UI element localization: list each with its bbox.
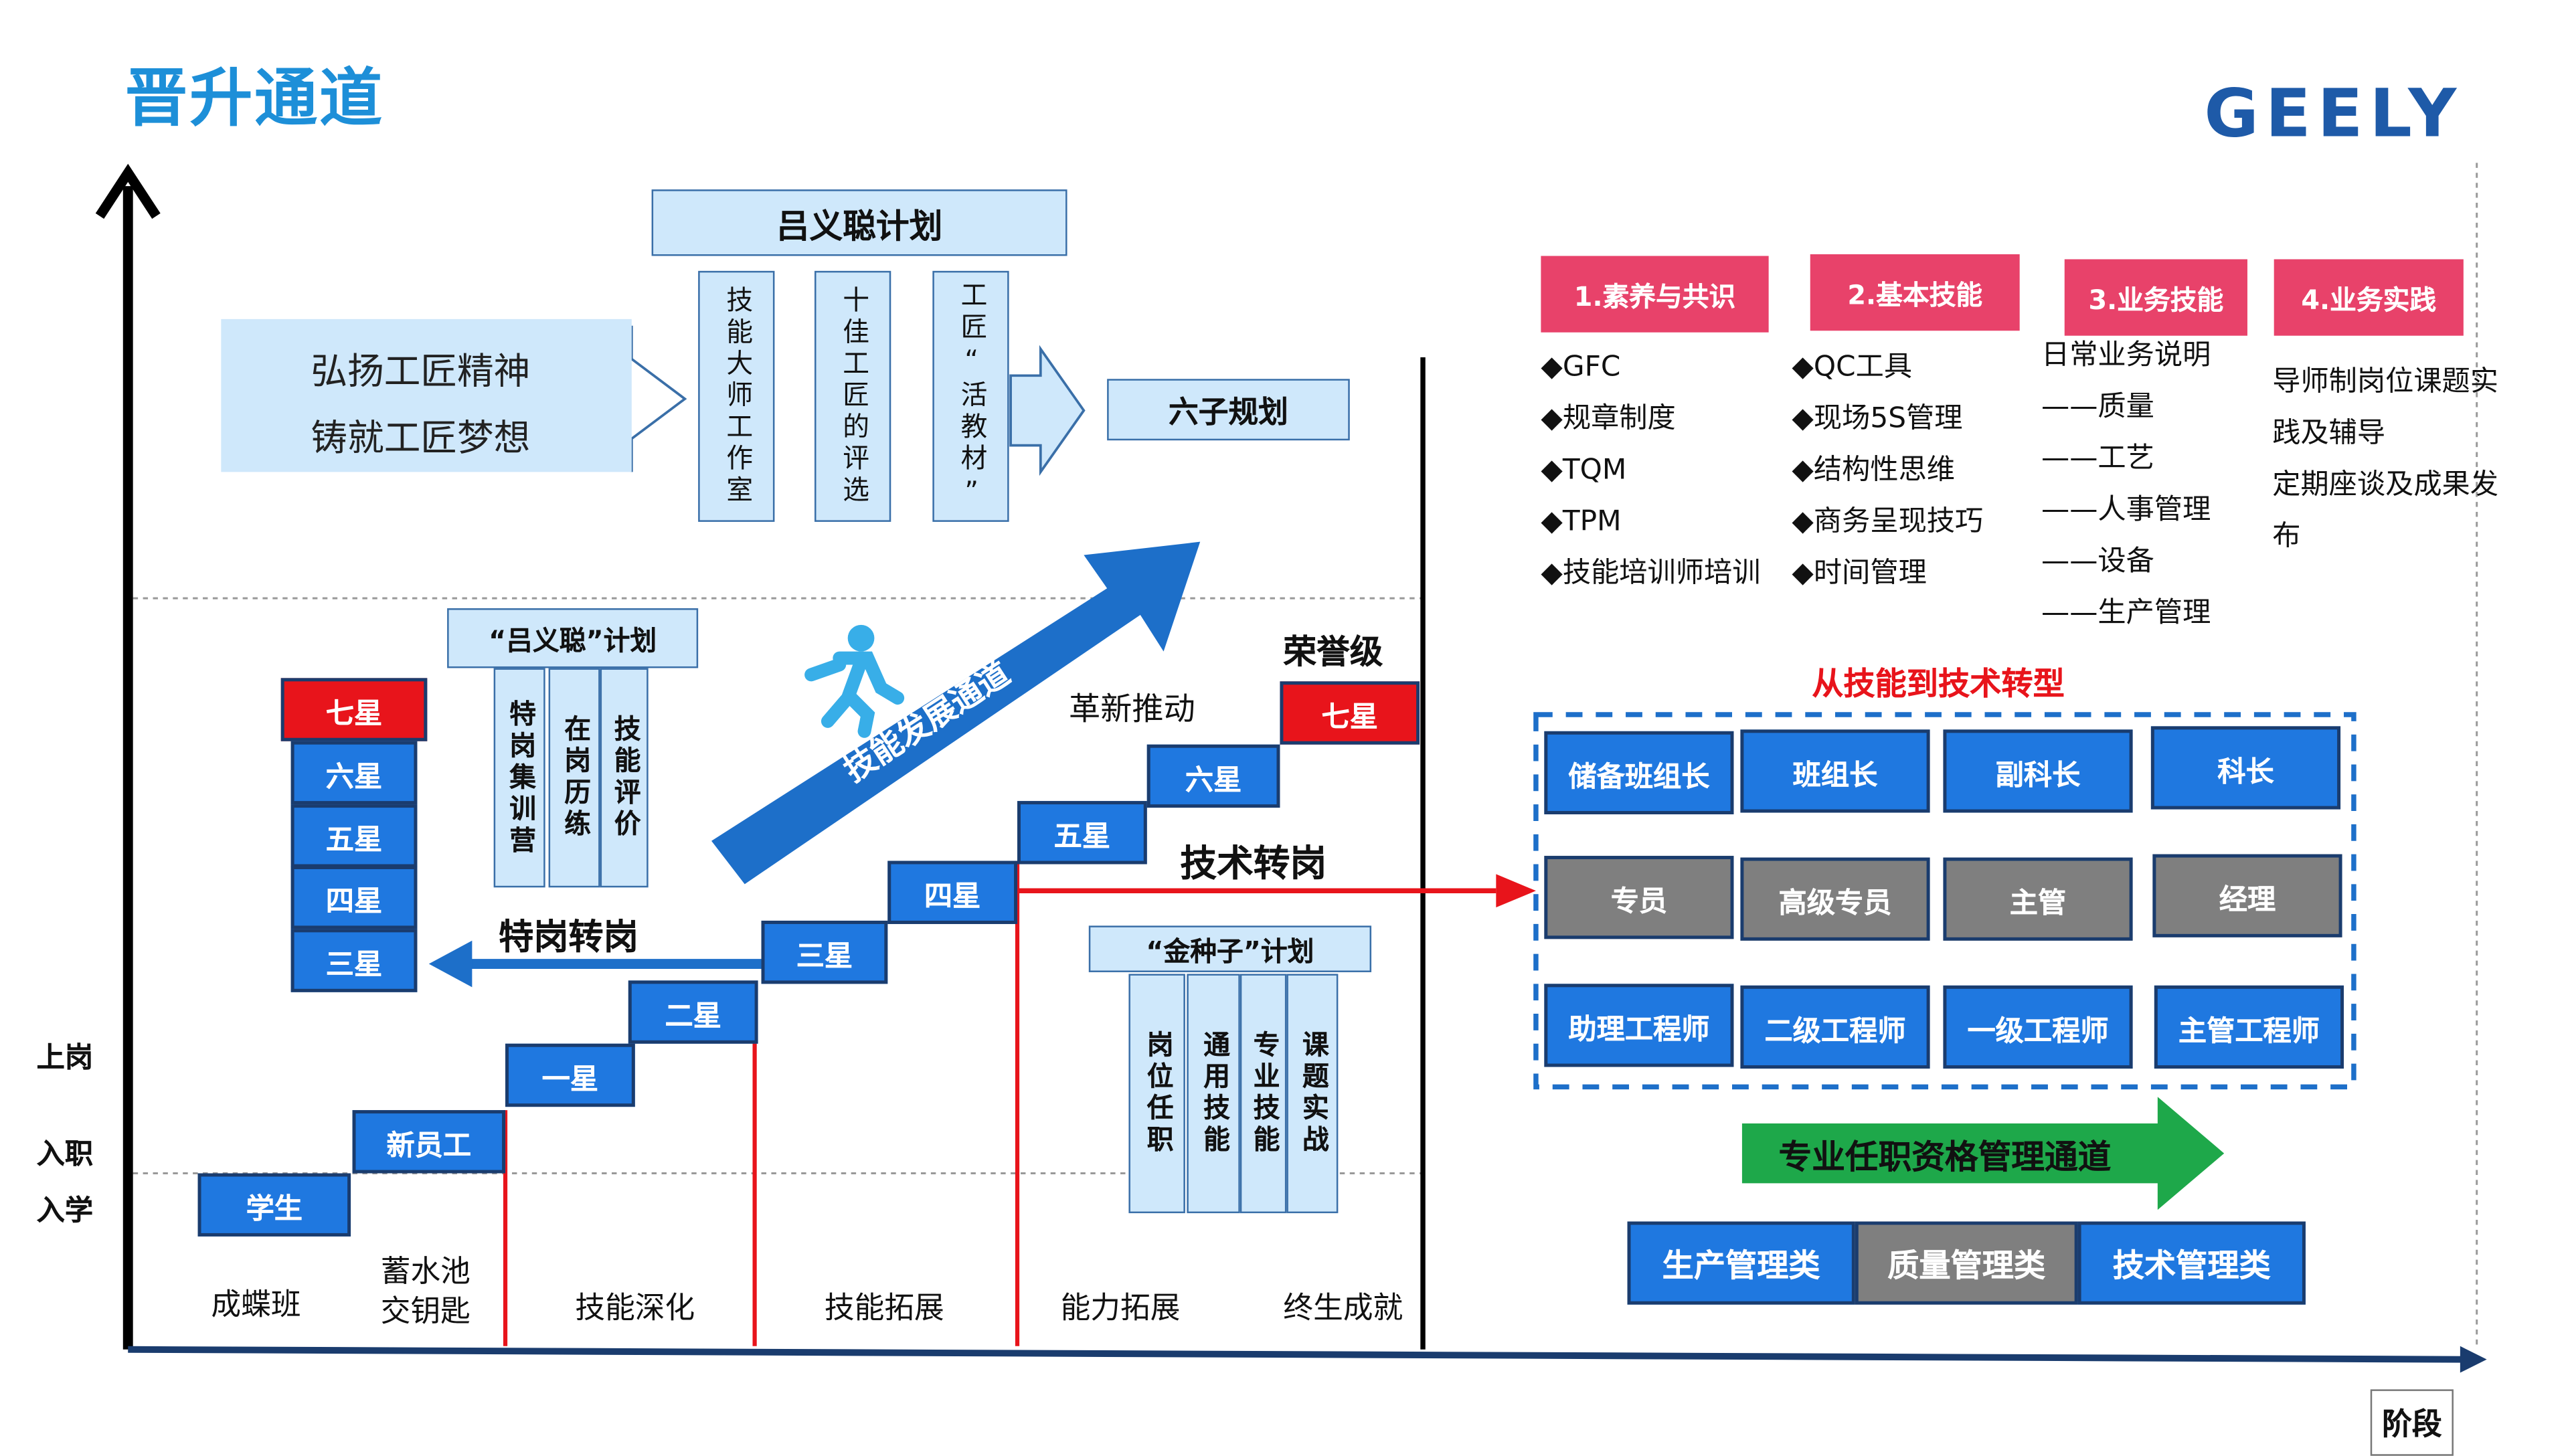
y-label-ruzhi: 入职 <box>36 1138 94 1172</box>
category-tab-1: 1.素养与共识 <box>1541 256 1769 333</box>
list-item: 践及辅导 <box>2272 417 2386 451</box>
stair-star-7: 七星 <box>1280 681 1420 745</box>
position-cell: 储备班组长 <box>1544 731 1734 815</box>
stair-star-4: 四星 <box>887 860 1018 924</box>
stage-label: 技能深化 <box>575 1291 695 1326</box>
position-cell: 科长 <box>2150 726 2341 810</box>
stair-star-1: 一星 <box>505 1043 635 1107</box>
stair-star-2: 二星 <box>628 980 758 1044</box>
lyc-plan-item: 工匠“活教材” <box>932 270 1009 522</box>
category-list-2: ◆QC工具 ◆现场5S管理 ◆结构性思维 ◆商务呈现技巧 ◆时间管理 <box>1792 343 2033 600</box>
stair-new-employee: 新员工 <box>352 1110 506 1174</box>
category-tab-2: 2.基本技能 <box>1810 254 2020 331</box>
transfer-label: 特岗转岗 <box>499 917 638 958</box>
position-cell: 二级工程师 <box>1740 985 1930 1069</box>
stage-label: 蓄水池 交钥匙 <box>380 1255 470 1330</box>
list-item: ——生产管理 <box>2041 596 2211 630</box>
bottom-tag-technology: 技术管理类 <box>2077 1221 2306 1305</box>
page-title: 晋升通道 <box>124 61 384 135</box>
position-cell: 副科长 <box>1943 729 2133 813</box>
position-cell: 主管工程师 <box>2154 985 2344 1069</box>
golden-seed-title: “金种子”计划 <box>1088 925 1372 972</box>
category-tab-3: 3.业务技能 <box>2064 259 2247 336</box>
skill-to-tech-label: 从技能到技术转型 <box>1812 666 2065 703</box>
innovation-label: 革新推动 <box>1069 691 1195 728</box>
slogan-box: 弘扬工匠精神 铸就工匠梦想 <box>221 318 632 472</box>
left-star-3: 三星 <box>290 929 418 992</box>
list-item: ◆规章制度 <box>1541 402 1676 436</box>
category-list-1: ◆GFC ◆规章制度 ◆TQM ◆TPM ◆技能培训师培训 <box>1541 343 1790 600</box>
lyc-plan-item: 技能大师工作室 <box>698 270 775 522</box>
list-item: ◆GFC <box>1541 351 1621 384</box>
left-plan-title: “吕义聪”计划 <box>447 608 699 668</box>
six-plan-box: 六子规划 <box>1107 379 1350 441</box>
stair-student: 学生 <box>197 1173 351 1237</box>
list-item: ——工艺 <box>2041 442 2154 476</box>
stage-label: 技能拓展 <box>824 1291 944 1326</box>
stair-star-3: 三星 <box>761 920 888 984</box>
position-cell: 助理工程师 <box>1544 984 1734 1067</box>
stage-label: 成蝶班 <box>211 1287 301 1324</box>
slogan-line-2: 铸就工匠梦想 <box>311 418 531 460</box>
y-label-shanggang: 上岗 <box>36 1042 94 1075</box>
qualification-label: 专业任职资格管理通道 <box>1778 1136 2112 1177</box>
list-item: ——设备 <box>2041 545 2154 579</box>
geely-logo: GEELY <box>2204 76 2464 153</box>
category-list-4: 导师制岗位课题实 践及辅导 定期座谈及成果发 布 <box>2272 357 2522 563</box>
honor-label: 荣誉级 <box>1283 631 1383 672</box>
bottom-tag-quality: 质量管理类 <box>1855 1221 2078 1305</box>
list-item: ◆技能培训师培训 <box>1541 557 1761 590</box>
list-item: ◆商务呈现技巧 <box>1792 505 1984 539</box>
golden-seed-item: 课题实战 <box>1286 974 1339 1214</box>
list-item: ——质量 <box>2041 390 2154 424</box>
list-item: ◆结构性思维 <box>1792 454 1956 487</box>
position-cell: 专员 <box>1544 856 1734 939</box>
golden-seed-item: 岗位任职 <box>1128 974 1185 1214</box>
stair-star-6: 六星 <box>1146 744 1280 808</box>
running-person-icon <box>804 624 905 738</box>
stair-star-5: 五星 <box>1017 801 1147 864</box>
list-item: ◆现场5S管理 <box>1792 402 1963 436</box>
golden-seed-item: 专业技能 <box>1239 974 1287 1214</box>
position-cell: 经理 <box>2152 854 2342 937</box>
left-star-5: 五星 <box>290 804 418 868</box>
position-cell: 主管 <box>1943 857 2133 941</box>
list-item: ◆QC工具 <box>1792 351 1913 384</box>
list-item: ◆时间管理 <box>1792 557 1927 590</box>
lyc-plan-item: 十佳工匠的评选 <box>815 270 891 522</box>
left-plan-item: 在岗历练 <box>548 668 600 888</box>
left-star-4: 四星 <box>290 866 418 929</box>
stage-label: 能力拓展 <box>1060 1291 1181 1326</box>
y-label-ruxue: 入学 <box>36 1194 94 1228</box>
left-star-7: 七星 <box>280 678 428 741</box>
list-item: 导师制岗位课题实 <box>2272 365 2499 399</box>
category-list-3: 日常业务说明 ——质量 ——工艺 ——人事管理 ——设备 ——生产管理 <box>2041 331 2257 640</box>
tech-transfer-label: 技术转岗 <box>1180 844 1327 886</box>
list-item: ——人事管理 <box>2041 493 2211 527</box>
golden-seed-item: 通用技能 <box>1187 974 1240 1214</box>
left-plan-item: 技能评价 <box>600 668 649 888</box>
list-item: 日常业务说明 <box>2041 339 2211 373</box>
list-item: ◆TQM <box>1541 454 1627 487</box>
slogan-line-1: 弘扬工匠精神 <box>311 352 531 394</box>
list-item: 布 <box>2272 520 2301 554</box>
x-axis-label: 阶段 <box>2370 1389 2454 1456</box>
bottom-tag-production: 生产管理类 <box>1627 1221 1855 1305</box>
position-cell: 一级工程师 <box>1943 985 2133 1069</box>
position-cell: 班组长 <box>1740 729 1930 813</box>
list-item: 定期座谈及成果发 <box>2272 468 2499 503</box>
left-plan-item: 特岗集训营 <box>493 668 545 888</box>
stage-label: 终生成就 <box>1283 1291 1403 1326</box>
left-star-6: 六星 <box>290 741 418 805</box>
category-tab-4: 4.业务实践 <box>2274 259 2464 336</box>
position-cell: 高级专员 <box>1740 857 1930 941</box>
lyc-plan-title: 吕义聪计划 <box>651 189 1067 256</box>
list-item: ◆TPM <box>1541 505 1622 539</box>
